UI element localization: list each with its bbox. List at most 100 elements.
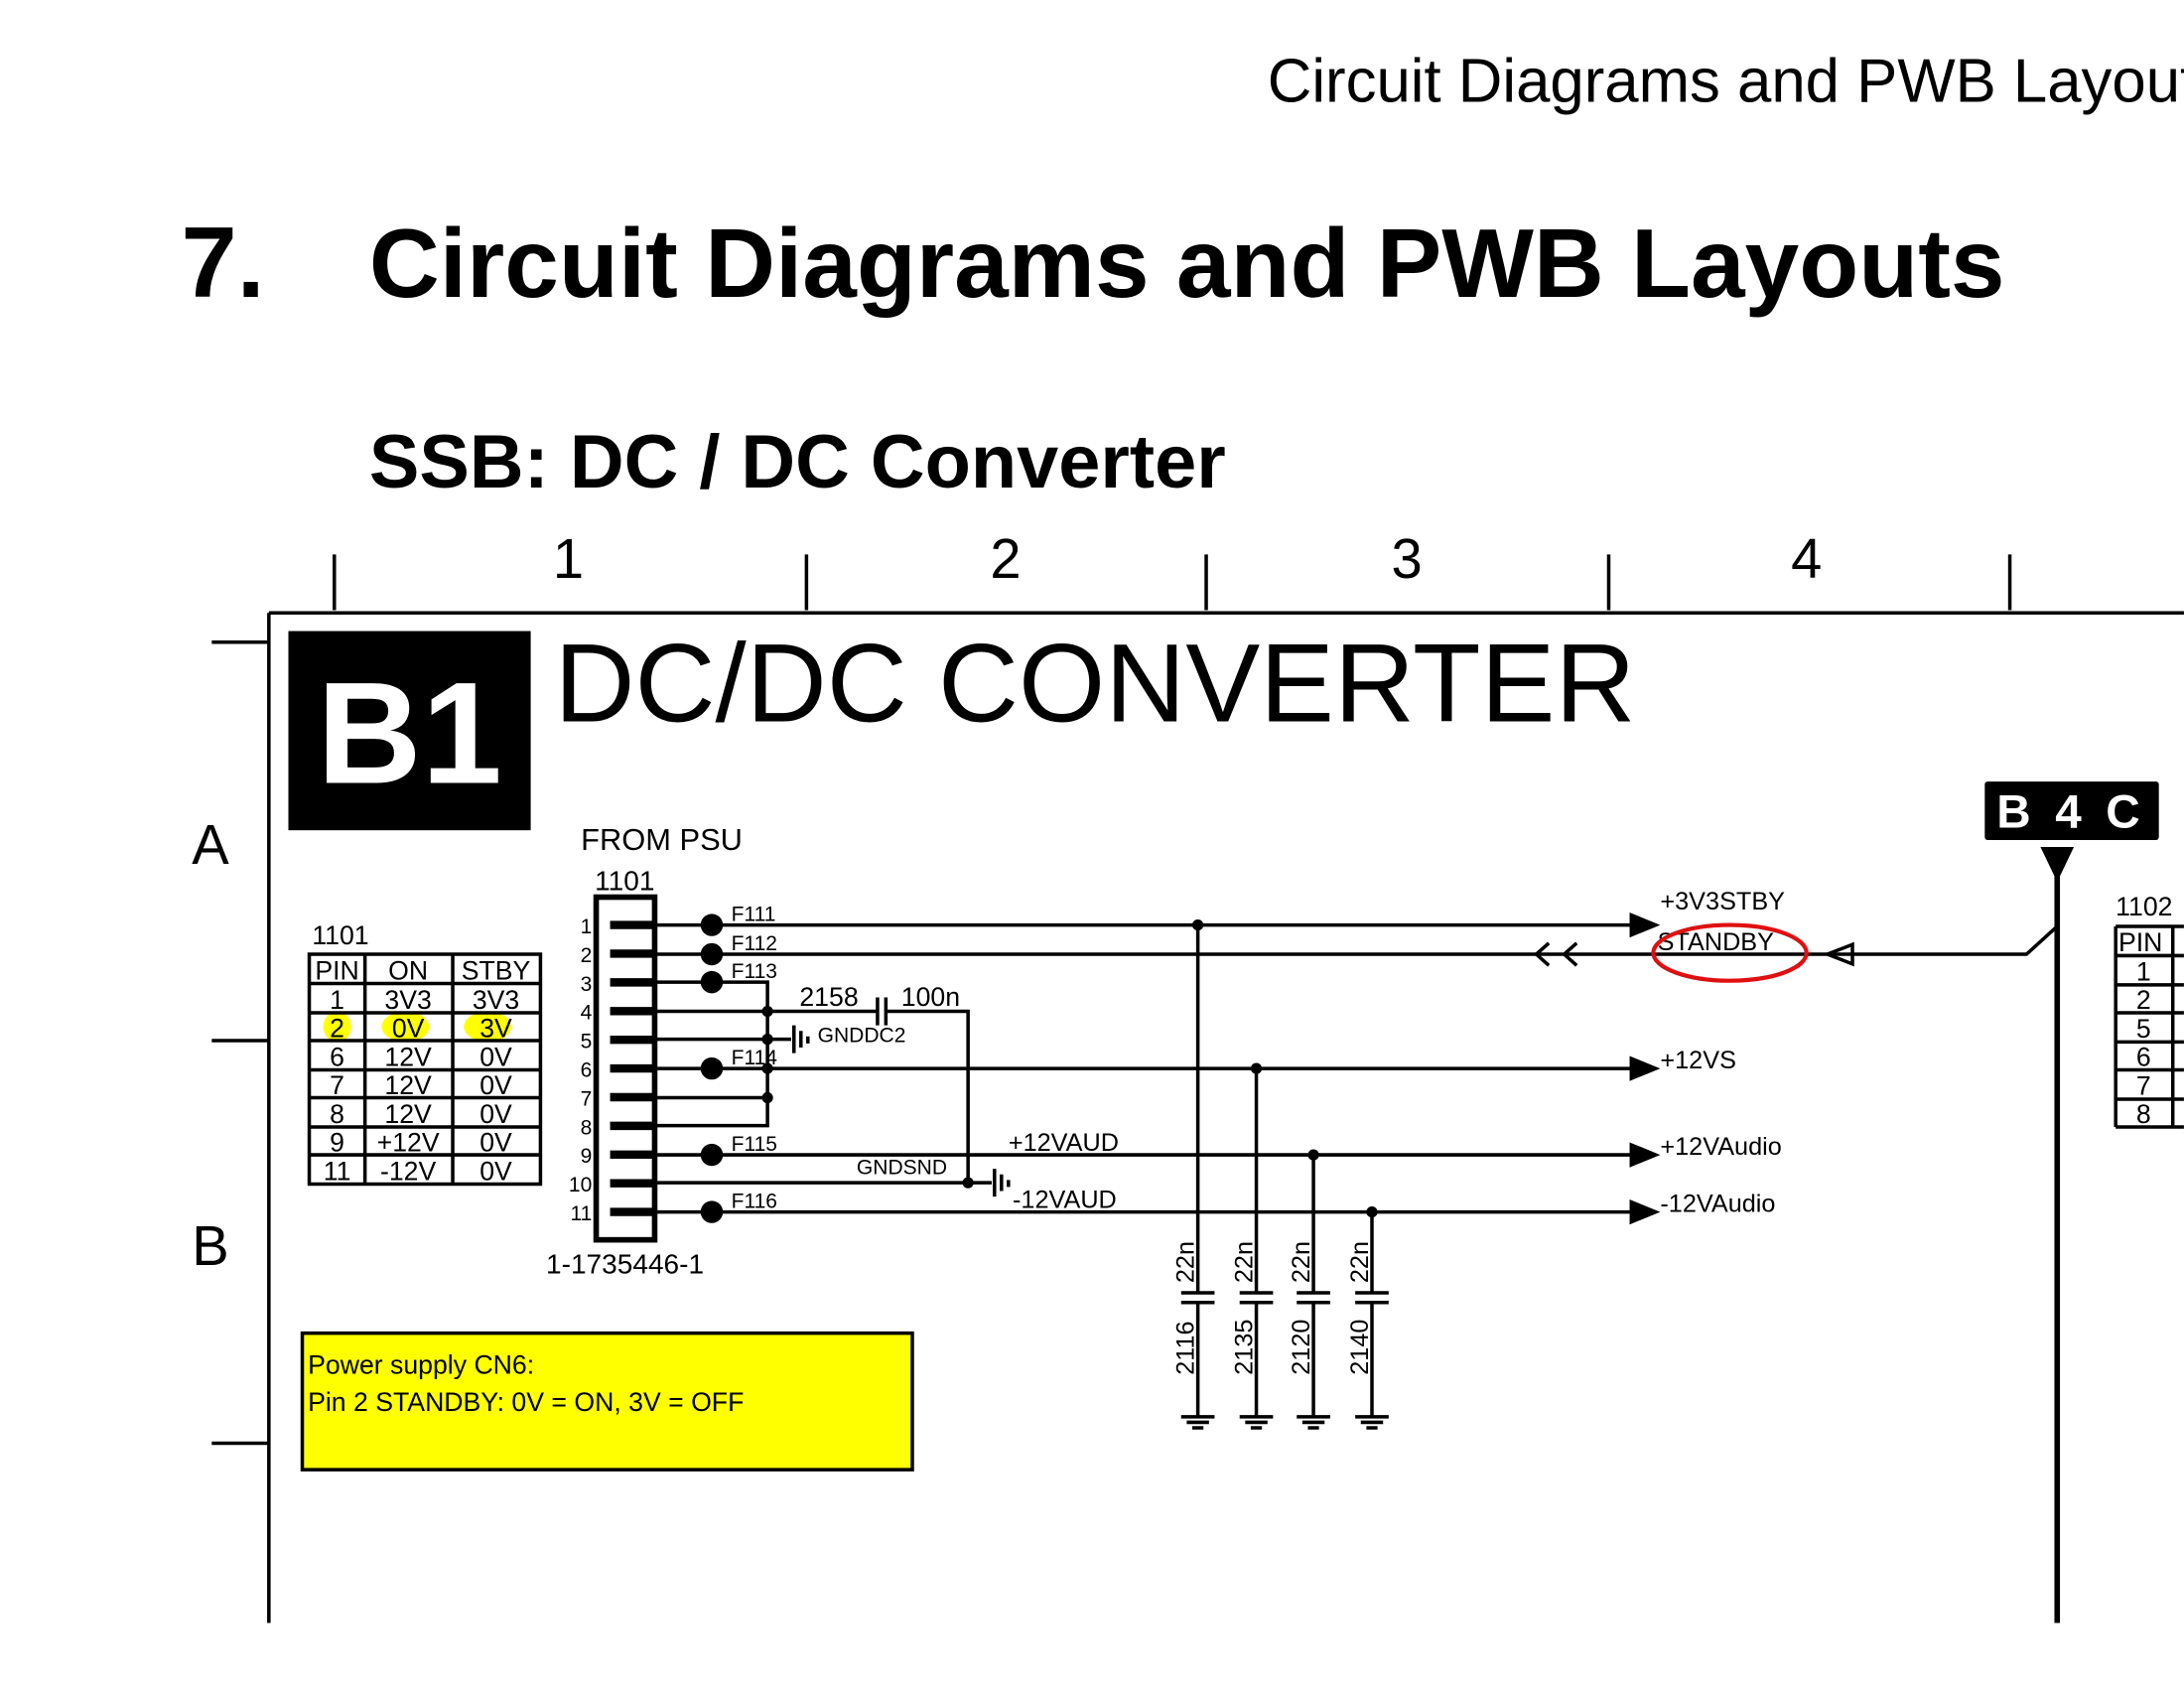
- svg-text:1: 1: [2136, 957, 2151, 987]
- running-header: Circuit Diagrams and PWB Layouts: [1268, 47, 2184, 115]
- svg-text:F116: F116: [732, 1190, 777, 1212]
- table-header: ON: [388, 955, 428, 985]
- net-m12vaud: -12VAUD: [1013, 1186, 1117, 1213]
- pin-number: 8: [581, 1116, 593, 1139]
- pin-table-1102: PIN 1 2 5 6 7 8: [2114, 924, 2184, 1129]
- ref-block-box: [1984, 781, 2159, 840]
- net-p12vaud: +12VAUD: [1009, 1129, 1119, 1157]
- svg-text:F114: F114: [732, 1047, 778, 1069]
- table-cell: +12V: [377, 1128, 440, 1158]
- svg-text:F113: F113: [732, 960, 777, 983]
- table-cell: 2: [330, 1014, 344, 1044]
- table-cell: 3V: [479, 1014, 512, 1044]
- cap-2158-value: 100n: [901, 982, 960, 1012]
- out-12vaudio: +12VAudio: [1660, 1133, 1781, 1161]
- svg-text:2140: 2140: [1346, 1320, 1374, 1375]
- gnddc2-label: GNDDC2: [818, 1024, 906, 1047]
- section-title: SSB: DC / DC Converter: [369, 420, 1226, 504]
- output-arrow-icon: [1629, 912, 1661, 1225]
- table-cell: 0V: [479, 1128, 512, 1158]
- table-cell: 8: [330, 1099, 344, 1129]
- pin-number: 11: [570, 1202, 592, 1225]
- table-cell: -12V: [380, 1156, 437, 1186]
- grid-col-4: 4: [1791, 527, 1822, 590]
- pin-number: 6: [581, 1058, 593, 1081]
- pin-number: 1: [581, 915, 593, 938]
- table-cell: 6: [330, 1042, 344, 1071]
- svg-text:F115: F115: [732, 1133, 777, 1156]
- pin-number: 3: [581, 973, 593, 996]
- svg-text:F111: F111: [732, 903, 776, 925]
- out-m12vaudio: -12VAudio: [1660, 1191, 1775, 1218]
- ground-icon: [1180, 1415, 1389, 1430]
- pin-number: 2: [581, 944, 593, 967]
- svg-text:22n: 22n: [1288, 1241, 1315, 1283]
- connector-ref: 1101: [595, 865, 654, 896]
- svg-text:22n: 22n: [1230, 1241, 1258, 1283]
- table-cell: 12V: [384, 1099, 432, 1129]
- chapter-number: 7.: [181, 208, 264, 319]
- table-cell: 1: [330, 985, 344, 1015]
- connector-part: 1-1735446-1: [546, 1248, 704, 1279]
- double-chevron-icon: [1533, 941, 1578, 967]
- svg-text:2116: 2116: [1171, 1321, 1199, 1374]
- svg-text:22n: 22n: [1171, 1241, 1199, 1283]
- capacitor-2158: [876, 997, 888, 1026]
- fuse-labels: F111 F112 F113 F114 F115 F116: [732, 903, 778, 1212]
- sheet-code-box: [288, 631, 531, 831]
- grid-col-3: 3: [1391, 527, 1422, 590]
- highlight-mark: [464, 1011, 511, 1043]
- svg-text:8: 8: [2136, 1099, 2151, 1129]
- wiring: [654, 912, 2059, 1225]
- standby-annotation-circle: [1651, 922, 1809, 983]
- pin-number: 9: [581, 1145, 593, 1168]
- svg-text:F112: F112: [732, 932, 777, 955]
- note-box: [300, 1331, 914, 1472]
- pin-number: 4: [581, 1002, 593, 1025]
- note-line-2: Pin 2 STANDBY: 0V = ON, 3V = OFF: [308, 1387, 744, 1417]
- sheet-frame: [211, 611, 2184, 1623]
- ref-block-label: B 4 C: [1996, 785, 2145, 838]
- pin-number: 7: [581, 1087, 593, 1110]
- pin-number: 10: [569, 1174, 592, 1196]
- sheet-title: DC/DC CONVERTER: [554, 621, 1635, 746]
- grid-columns: 1 2 3 4: [333, 527, 2012, 611]
- table-cell: 12V: [384, 1042, 432, 1071]
- table-cell: 0V: [479, 1156, 512, 1186]
- grid-col-2: 2: [990, 527, 1021, 590]
- cap-2158-ref: 2158: [799, 982, 858, 1012]
- table-label: 1101: [312, 920, 368, 950]
- out-3v3stby: +3V3STBY: [1660, 888, 1785, 915]
- svg-text:5: 5: [2136, 1014, 2151, 1044]
- pin-number: 5: [581, 1031, 593, 1054]
- table2-label: 1102: [2116, 892, 2172, 921]
- svg-text:PIN: PIN: [2118, 927, 2162, 957]
- highlight-mark: [381, 1011, 430, 1043]
- grid-row-b: B: [192, 1214, 228, 1277]
- table-cell: 3V3: [384, 985, 431, 1015]
- svg-text:2135: 2135: [1230, 1320, 1258, 1375]
- svg-text:2120: 2120: [1288, 1320, 1315, 1375]
- svg-text:7: 7: [2136, 1071, 2151, 1101]
- table-cell: 12V: [384, 1070, 432, 1100]
- table-header: PIN: [315, 955, 358, 985]
- table-cell: 3V3: [473, 985, 519, 1015]
- ground-gndsnd-icon: [993, 1169, 1011, 1197]
- table-header: STBY: [462, 955, 531, 985]
- chapter-title: Circuit Diagrams and PWB Layouts: [369, 209, 2005, 318]
- table-cell: 0V: [392, 1014, 425, 1044]
- input-arrow-icon: [1822, 941, 1854, 967]
- table-cell: 0V: [479, 1042, 512, 1071]
- gndsnd-label: GNDSND: [857, 1157, 947, 1180]
- table-cell: 7: [330, 1070, 344, 1100]
- note-line-1: Power supply CN6:: [308, 1349, 534, 1379]
- grid-row-a: A: [192, 813, 229, 876]
- decoupling-caps: 22n 2116 22n 2135 22n 2120 22n 2140: [1171, 924, 1389, 1430]
- sheet-code: B1: [317, 651, 502, 813]
- grid-col-1: 1: [553, 527, 584, 590]
- svg-text:22n: 22n: [1346, 1241, 1374, 1283]
- from-psu-label: FROM PSU: [581, 822, 743, 857]
- table-cell: 0V: [479, 1070, 512, 1100]
